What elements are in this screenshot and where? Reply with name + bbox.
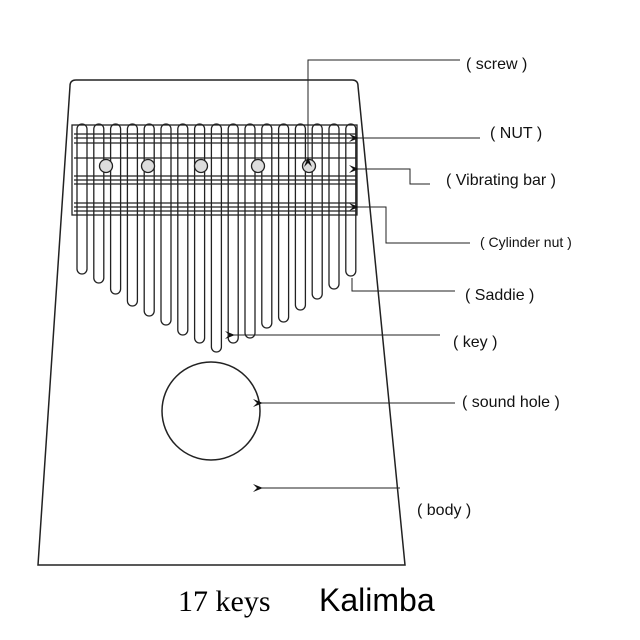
screw <box>140 158 156 174</box>
key <box>143 123 155 317</box>
key <box>227 123 239 344</box>
key <box>210 123 223 353</box>
cylinder-nut-leader <box>349 203 470 244</box>
key <box>261 123 273 329</box>
label-cylinder-nut: ( Cylinder nut ) <box>480 234 572 250</box>
screw <box>301 158 317 174</box>
screw <box>193 158 209 174</box>
sound-hole <box>161 361 261 461</box>
key <box>177 123 189 336</box>
key <box>109 123 122 295</box>
label-body: ( body ) <box>417 502 471 519</box>
key <box>277 123 290 323</box>
screw <box>250 158 266 174</box>
label-key: ( key ) <box>453 334 497 351</box>
key <box>345 123 357 277</box>
screws <box>98 158 317 174</box>
key <box>160 123 172 326</box>
label-nut: ( NUT ) <box>490 125 542 142</box>
screw-leader <box>304 59 460 167</box>
label-sound-hole: ( sound hole ) <box>462 394 560 411</box>
vibrating-bar-leader <box>349 165 430 185</box>
saddle-leader <box>351 278 455 292</box>
key <box>193 123 206 344</box>
bridge-assembly <box>71 124 358 216</box>
label-vibrating-bar: ( Vibrating bar ) <box>446 172 556 189</box>
label-screw: ( screw ) <box>466 56 527 73</box>
caption-keys: 17 keys <box>178 585 271 618</box>
screw <box>98 158 114 174</box>
leader-lines <box>225 59 480 492</box>
caption-name: Kalimba <box>319 582 435 618</box>
label-saddle: ( Saddie ) <box>465 287 534 304</box>
key <box>294 123 307 311</box>
key <box>76 123 88 275</box>
key <box>244 123 256 339</box>
